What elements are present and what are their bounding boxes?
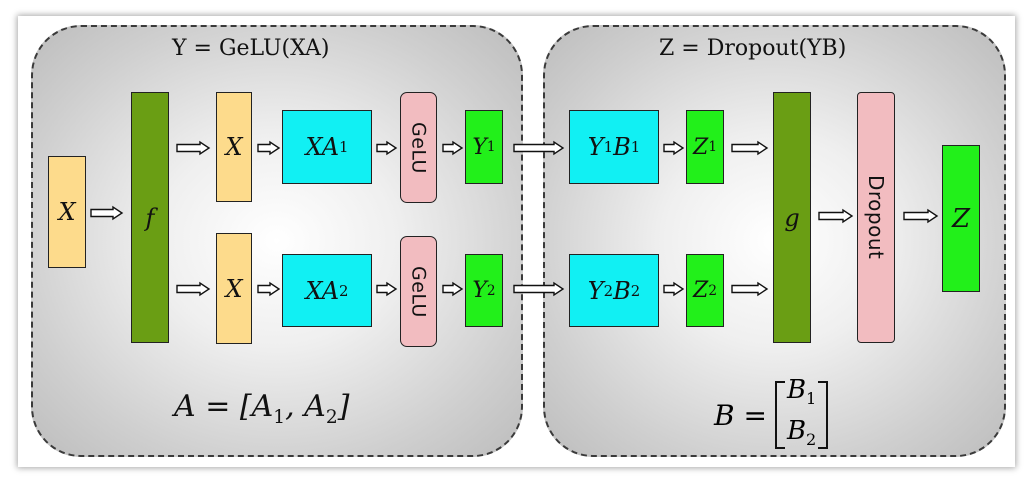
right-panel-title: Z = Dropout(YB) bbox=[659, 36, 847, 61]
row2-x-box: X bbox=[216, 233, 252, 344]
double-arrow-icon bbox=[90, 205, 124, 221]
matrix-entry-2: B2 bbox=[786, 416, 817, 450]
matrix-left-bracket bbox=[774, 381, 785, 450]
double-arrow-icon bbox=[663, 281, 685, 297]
dropout-box: Dropout bbox=[857, 92, 895, 343]
double-arrow-icon bbox=[513, 140, 565, 156]
double-arrow-icon bbox=[663, 140, 685, 156]
double-arrow-icon bbox=[376, 281, 398, 297]
double-arrow-icon bbox=[513, 281, 565, 297]
double-arrow-icon bbox=[731, 140, 769, 156]
double-arrow-icon bbox=[442, 281, 464, 297]
double-arrow-icon bbox=[257, 281, 281, 297]
left-formula: A = [A1, A2] bbox=[174, 389, 350, 428]
double-arrow-icon bbox=[257, 140, 281, 156]
merge-g-box: g bbox=[773, 92, 811, 343]
matrix-right-bracket bbox=[818, 381, 829, 450]
left-panel bbox=[31, 25, 523, 457]
right-formula: B = B1 B2 bbox=[714, 374, 829, 456]
input-x-box: X bbox=[48, 156, 86, 268]
double-arrow-icon bbox=[818, 208, 854, 224]
double-arrow-icon bbox=[376, 140, 398, 156]
double-arrow-icon bbox=[176, 281, 211, 297]
double-arrow-icon bbox=[442, 140, 464, 156]
output-z-box: Z bbox=[942, 145, 980, 292]
split-f-box: f bbox=[131, 92, 169, 343]
left-panel-title: Y = GeLU(XA) bbox=[172, 36, 330, 61]
row1-gelu-box: GeLU bbox=[400, 92, 437, 203]
double-arrow-icon bbox=[731, 281, 769, 297]
row1-x-box: X bbox=[216, 92, 252, 202]
double-arrow-icon bbox=[176, 140, 211, 156]
double-arrow-icon bbox=[903, 208, 939, 224]
row2-gelu-box: GeLU bbox=[400, 236, 437, 347]
matrix-entry-1: B1 bbox=[786, 375, 817, 409]
